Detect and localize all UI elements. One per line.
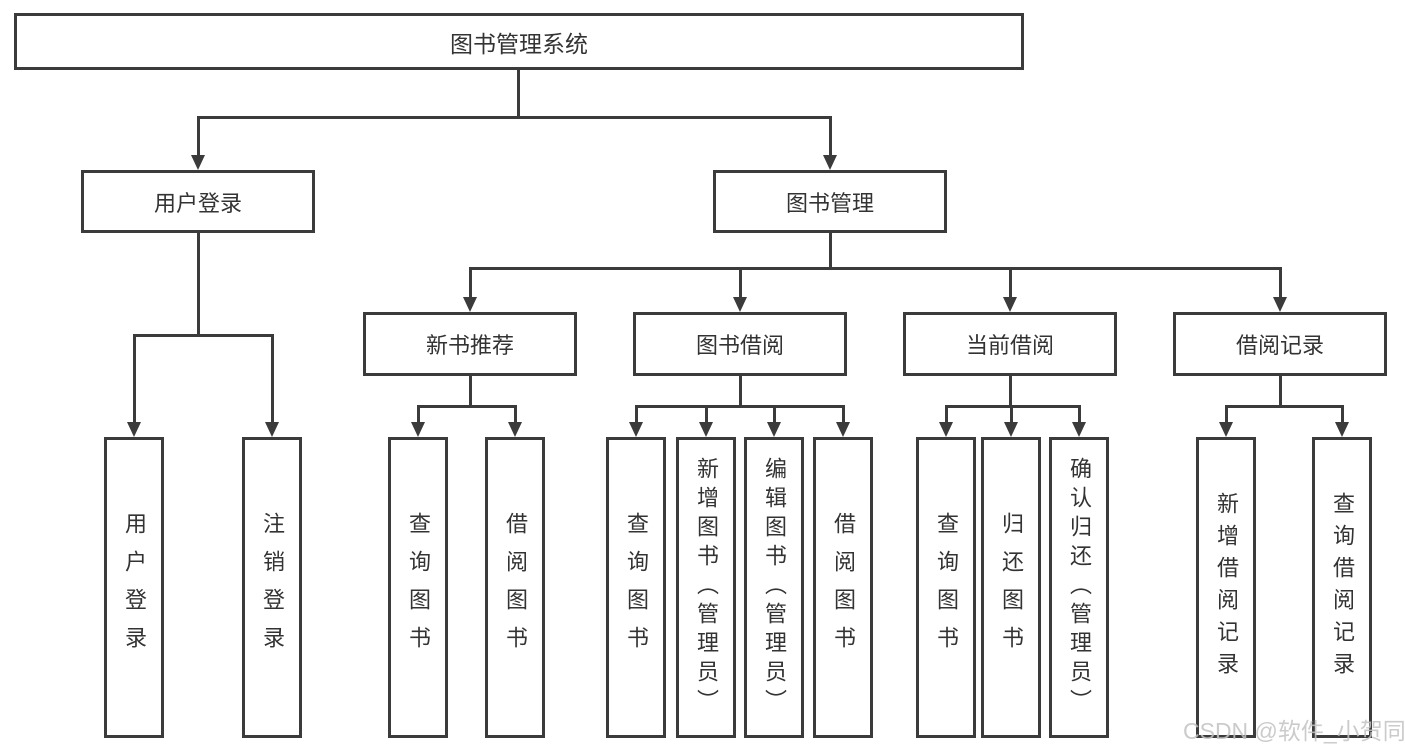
down-arrow-icon — [1219, 405, 1233, 437]
leaf-node-edit-book-admin-label: 编辑图书（管理员） — [762, 457, 787, 718]
leaf-node-confirm-return-admin: 确认归还（管理员） — [1049, 437, 1109, 738]
down-arrow-icon — [265, 334, 279, 437]
down-arrow-icon — [1072, 405, 1086, 437]
down-arrow-icon — [939, 405, 953, 437]
down-arrow-icon — [1273, 267, 1287, 312]
leaf-node-add-borrow-record-label: 新增借阅记录 — [1214, 491, 1239, 684]
node-book-borrow-label: 图书借阅 — [695, 333, 784, 358]
leaf-node-logout: 注销登录 — [242, 437, 302, 738]
down-arrow-icon — [836, 405, 850, 437]
leaf-node-query-books-3: 查询图书 — [916, 437, 976, 738]
down-arrow-icon — [699, 405, 713, 437]
connector-root-stem — [516, 70, 520, 118]
down-arrow-icon — [191, 116, 205, 170]
leaf-node-add-borrow-record: 新增借阅记录 — [1196, 437, 1256, 738]
connector-group2-stem — [738, 376, 742, 407]
node-user-login-label: 用户登录 — [153, 190, 242, 216]
node-new-book-recommend-label: 新书推荐 — [425, 333, 514, 358]
leaf-node-confirm-return-admin-label: 确认归还（管理员） — [1067, 457, 1092, 718]
node-new-book-recommend: 新书推荐 — [363, 312, 577, 376]
down-arrow-icon — [463, 267, 477, 312]
leaf-node-user-login-label: 用户登录 — [122, 511, 147, 664]
node-book-management: 图书管理 — [713, 170, 947, 233]
watermark: CSDN @软件_小贺同学 — [1183, 718, 1405, 744]
connector-group1-bar — [416, 405, 517, 408]
leaf-node-borrow-books-1: 借阅图书 — [485, 437, 545, 738]
down-arrow-icon — [1004, 405, 1018, 437]
connector-user-stem — [196, 233, 200, 336]
leaf-node-query-books-3-label: 查询图书 — [934, 511, 959, 664]
leaf-node-logout-label: 注销登录 — [260, 511, 285, 664]
leaf-node-query-borrow-record: 查询借阅记录 — [1312, 437, 1372, 738]
down-arrow-icon — [508, 405, 522, 437]
connector-group1-stem — [468, 376, 472, 407]
leaf-node-add-book-admin: 新增图书（管理员） — [676, 437, 736, 738]
leaf-node-borrow-books-2: 借阅图书 — [813, 437, 873, 738]
node-book-management-label: 图书管理 — [785, 190, 874, 216]
connector-group2-bar — [634, 405, 845, 408]
leaf-node-query-books-1-label: 查询图书 — [406, 511, 431, 664]
node-book-borrow: 图书借阅 — [633, 312, 847, 376]
connector-level1-bar — [196, 116, 832, 119]
leaf-node-query-books-2: 查询图书 — [606, 437, 666, 738]
down-arrow-icon — [1335, 405, 1349, 437]
down-arrow-icon — [411, 405, 425, 437]
leaf-node-return-book: 归还图书 — [981, 437, 1041, 738]
leaf-node-borrow-books-2-label: 借阅图书 — [831, 511, 856, 664]
node-current-borrow: 当前借阅 — [903, 312, 1117, 376]
connector-group3-bar — [944, 405, 1081, 408]
down-arrow-icon — [629, 405, 643, 437]
connector-group4-stem — [1278, 376, 1282, 407]
leaf-node-query-books-1: 查询图书 — [388, 437, 448, 738]
leaf-node-add-book-admin-label: 新增图书（管理员） — [694, 457, 719, 718]
node-current-borrow-label: 当前借阅 — [965, 333, 1054, 358]
connector-mgmt-bar — [468, 267, 1282, 270]
node-user-login: 用户登录 — [81, 170, 315, 233]
leaf-node-borrow-books-1-label: 借阅图书 — [503, 511, 528, 664]
down-arrow-icon — [767, 405, 781, 437]
connector-user-bar — [132, 334, 274, 337]
connector-group4-bar — [1224, 405, 1344, 408]
node-root-label: 图书管理系统 — [450, 30, 588, 57]
leaf-node-edit-book-admin: 编辑图书（管理员） — [744, 437, 804, 738]
leaf-node-query-borrow-record-label: 查询借阅记录 — [1330, 491, 1355, 684]
down-arrow-icon — [823, 116, 837, 170]
node-borrow-records-label: 借阅记录 — [1235, 333, 1324, 358]
leaf-node-return-book-label: 归还图书 — [999, 511, 1024, 664]
node-borrow-records: 借阅记录 — [1173, 312, 1387, 376]
connector-mgmt-stem — [828, 233, 832, 269]
connector-group3-stem — [1008, 376, 1012, 407]
leaf-node-query-books-2-label: 查询图书 — [624, 511, 649, 664]
down-arrow-icon — [127, 334, 141, 437]
leaf-node-user-login: 用户登录 — [104, 437, 164, 738]
node-root-system: 图书管理系统 — [14, 13, 1024, 70]
down-arrow-icon — [1003, 267, 1017, 312]
down-arrow-icon — [733, 267, 747, 312]
